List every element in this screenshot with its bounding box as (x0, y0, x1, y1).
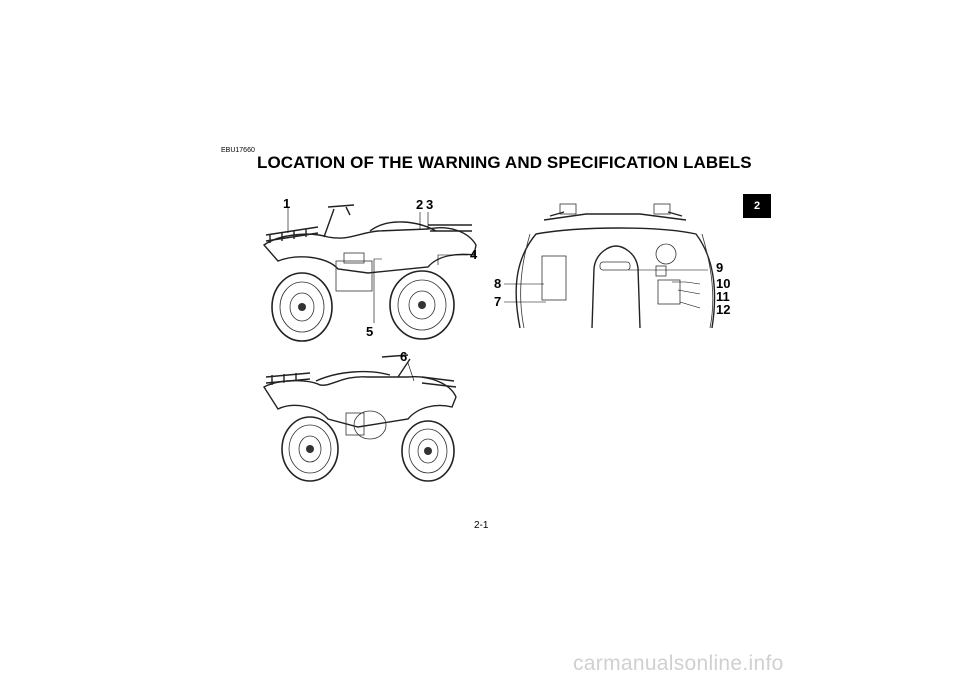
callout-6: 6 (400, 349, 407, 364)
front-wheel (271, 272, 333, 342)
page-title: LOCATION OF THE WARNING AND SPECIFICATIO… (257, 153, 752, 172)
callout-4: 4 (470, 247, 478, 262)
callout-7: 7 (494, 294, 501, 309)
callout-3: 3 (426, 197, 433, 212)
callout-10: 10 (716, 276, 730, 291)
rear-wheel (389, 270, 455, 340)
callout-8: 8 (494, 276, 501, 291)
page-number: 2-1 (474, 520, 489, 531)
chapter-tab[interactable]: 2 (743, 194, 771, 218)
callout-2: 2 (416, 197, 423, 212)
callout-1: 1 (283, 196, 290, 211)
callout-9: 9 (716, 260, 723, 275)
document-code: EBU17660 (221, 147, 255, 154)
callout-5: 5 (366, 324, 373, 339)
label-panel-right (657, 279, 681, 305)
front-wheel-right (401, 420, 455, 482)
atv-top-view-illustration: 8 7 9 10 11 12 (494, 203, 730, 329)
callout-12: 12 (716, 302, 730, 317)
rear-wheel-right (281, 416, 339, 482)
label-panel-left (541, 255, 567, 301)
atv-right-side-illustration: 6 (263, 349, 457, 482)
watermark[interactable]: carmanualsonline.info (573, 652, 784, 675)
callout-11: 11 (716, 289, 730, 304)
atv-left-side-illustration: 1 2 3 4 5 (262, 196, 478, 342)
